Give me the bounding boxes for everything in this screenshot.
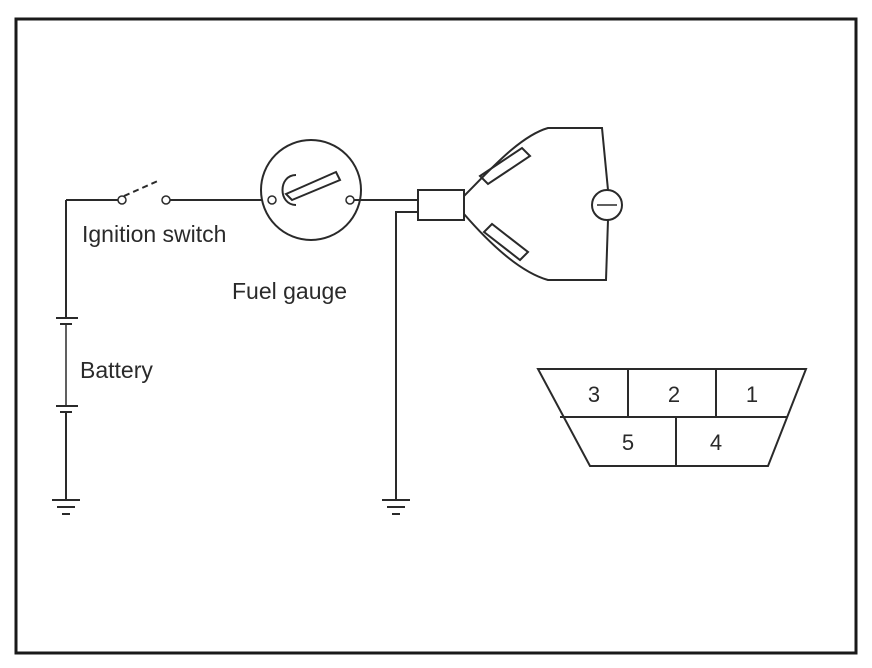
diagram-frame: [14, 17, 858, 655]
pin-label-5: 5: [622, 430, 634, 455]
pin-label-1: 1: [746, 382, 758, 407]
sender-connector: [395, 189, 465, 500]
fuel-gauge-label: Fuel gauge: [232, 278, 347, 304]
fuel-sender-unit: [463, 127, 623, 281]
battery-label: Battery: [80, 357, 153, 383]
pin-label-3: 3: [588, 382, 600, 407]
ground-symbol-sender: [382, 499, 410, 515]
ground-symbol-battery: [52, 499, 80, 515]
pin-label-4: 4: [710, 430, 722, 455]
ignition-switch-symbol: [66, 179, 262, 205]
battery-circuit: [56, 200, 78, 500]
fuel-gauge-symbol: [260, 139, 418, 241]
pin-label-2: 2: [668, 382, 680, 407]
ignition-switch-label: Ignition switch: [82, 221, 226, 247]
connector-pinout: 3 2 1 5 4: [536, 368, 808, 467]
